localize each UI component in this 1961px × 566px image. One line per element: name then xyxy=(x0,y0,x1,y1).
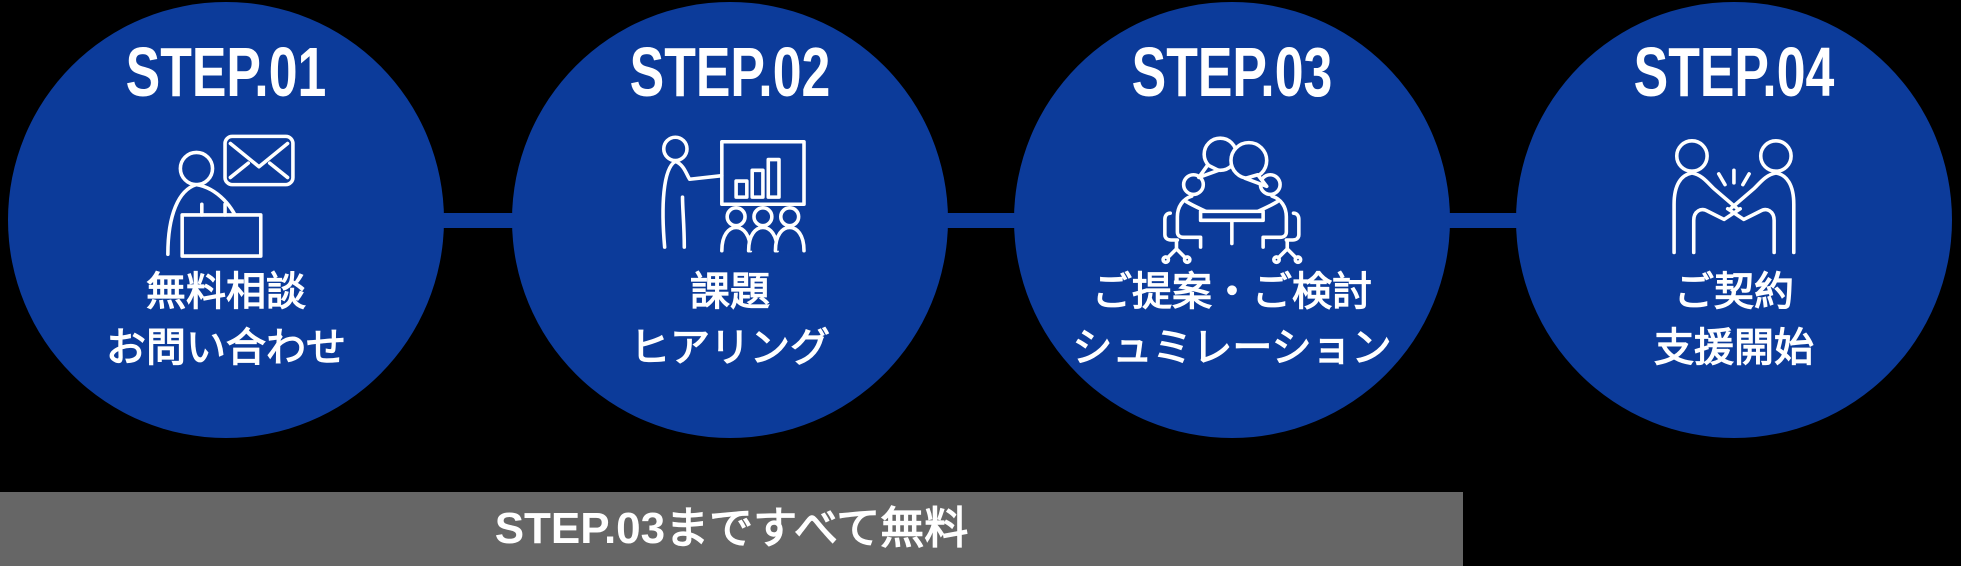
speech-bubble xyxy=(1229,140,1269,181)
whiteboard xyxy=(720,139,806,207)
free-banner: STEP.03まですべて無料 xyxy=(0,492,1463,566)
meeting-discussion-icon xyxy=(1014,130,1450,266)
audience-head xyxy=(725,206,747,228)
audience-head xyxy=(752,206,774,228)
step-circle-03: STEP.03 ご提案・ご検討 シュミレーション xyxy=(1014,2,1450,438)
step-label: ご契約 支援開始 xyxy=(1516,264,1952,376)
step-label: 無料相談 お問い合わせ xyxy=(8,264,444,376)
person-head xyxy=(1675,139,1709,173)
step-label-line: ご契約 xyxy=(1674,270,1794,314)
step-label-line: シュミレーション xyxy=(1072,326,1392,370)
desk xyxy=(180,213,263,258)
step-label-line: ご提案・ご検討 xyxy=(1092,270,1372,314)
burst-lines xyxy=(1717,168,1751,187)
step-label-line: 課題 xyxy=(690,270,770,314)
step-circle-02: STEP.02 課題 ヒアリング xyxy=(512,2,948,438)
step-title: STEP.02 xyxy=(629,33,831,111)
step-title: STEP.03 xyxy=(1131,33,1333,111)
audience-head xyxy=(779,206,801,228)
bar-chart-bar xyxy=(766,157,781,199)
step-label-line: 支援開始 xyxy=(1654,326,1814,370)
consultation-icon xyxy=(8,130,444,266)
connector-line xyxy=(226,213,1734,228)
person-head xyxy=(178,150,215,187)
envelope-icon xyxy=(223,134,295,187)
presenter-head xyxy=(662,135,689,163)
chair-back xyxy=(1163,211,1180,242)
step-title: STEP.04 xyxy=(1633,33,1835,111)
step-label: 課題 ヒアリング xyxy=(512,264,948,376)
step-label: ご提案・ご検討 シュミレーション xyxy=(1014,264,1450,376)
step-label-line: 無料相談 xyxy=(146,270,306,314)
step-label-line: ヒアリング xyxy=(630,326,830,370)
bar-chart-bar xyxy=(734,179,749,199)
step-label-line: お問い合わせ xyxy=(106,326,346,370)
chair-base xyxy=(1165,239,1188,260)
free-banner-label: STEP.03まですべて無料 xyxy=(494,504,969,553)
person-head xyxy=(1181,172,1206,197)
step-title: STEP.01 xyxy=(125,33,327,111)
bar-chart-bar xyxy=(750,168,765,199)
handshake-icon xyxy=(1516,130,1952,266)
hearing-presentation-icon xyxy=(512,130,948,266)
step-circle-04: STEP.04 ご契約 支援開始 xyxy=(1516,2,1952,438)
step-circle-01: STEP.01 無料相談 お問い合わせ xyxy=(8,2,444,438)
